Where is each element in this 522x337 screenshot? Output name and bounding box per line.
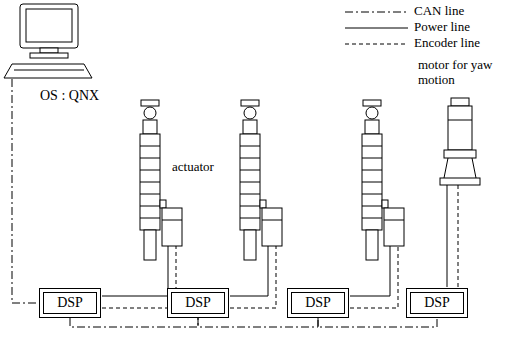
dsp-box: DSP <box>287 288 349 318</box>
legend-text: Power line <box>414 20 470 35</box>
can-connector <box>318 318 437 327</box>
os-label: OS : QNX <box>40 88 99 104</box>
dsp-label: DSP <box>305 295 331 311</box>
can-connector <box>70 318 198 327</box>
legend-sample <box>345 28 408 29</box>
legend-sample <box>345 44 408 45</box>
legend-text: CAN line <box>414 4 464 19</box>
legend-text: Encoder line <box>414 36 480 51</box>
dsp-label: DSP <box>185 295 211 311</box>
label-box: motor for yaw motion <box>418 58 502 88</box>
legend-row: Power line <box>414 20 470 35</box>
actuator-drawing <box>140 100 182 260</box>
dsp-inner-border: DSP <box>171 292 225 314</box>
dsp-label: DSP <box>57 295 83 311</box>
legend-sample <box>345 12 408 13</box>
can-connector <box>198 318 318 327</box>
dsp-label: DSP <box>424 295 450 311</box>
label-box: OS : QNX <box>40 88 99 104</box>
legend-row: CAN line <box>414 4 464 19</box>
dsp-box: DSP <box>406 288 468 318</box>
actuator-drawing <box>240 100 282 260</box>
dsp-inner-border: DSP <box>410 292 464 314</box>
can-line <box>12 79 38 303</box>
encoder-line <box>102 185 458 308</box>
actuator-drawing <box>362 100 404 260</box>
computer-icon <box>4 4 92 78</box>
part-label: motor for yaw motion <box>418 58 502 88</box>
part-label: actuator <box>172 160 214 175</box>
dsp-box: DSP <box>39 288 101 318</box>
yaw-motor-drawing <box>440 98 480 185</box>
dsp-inner-border: DSP <box>291 292 345 314</box>
dsp-inner-border: DSP <box>43 292 97 314</box>
dsp-box: DSP <box>167 288 229 318</box>
power-line <box>102 185 447 296</box>
label-box: actuator <box>172 160 214 175</box>
legend-row: Encoder line <box>414 36 480 51</box>
